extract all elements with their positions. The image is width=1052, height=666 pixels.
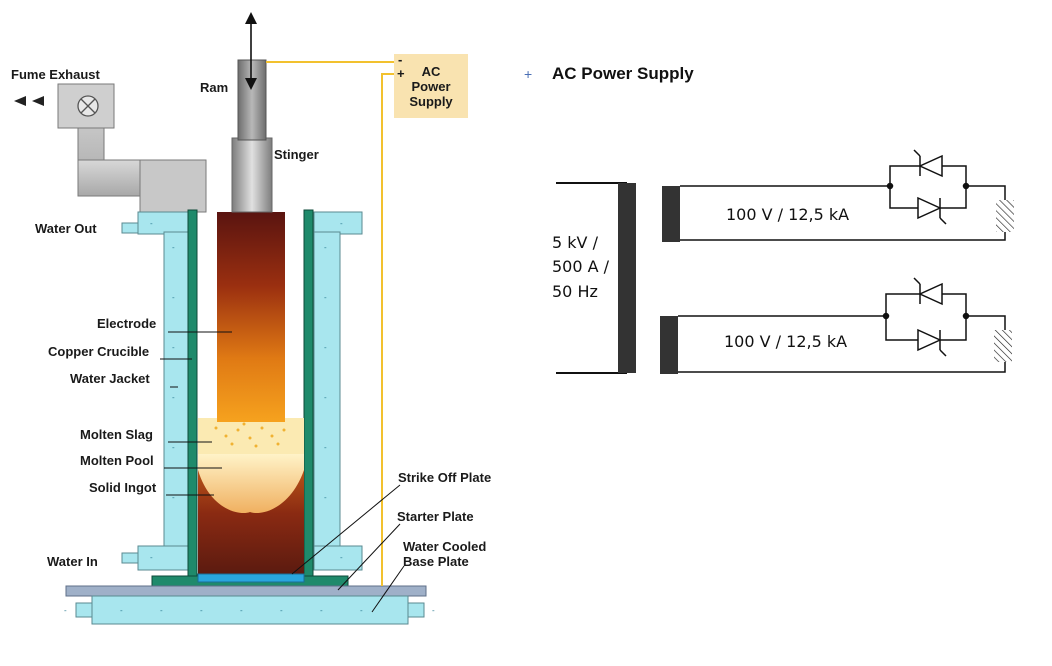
thyristor-icon [913, 149, 943, 178]
label-solid-ingot: Solid Ingot [89, 480, 157, 495]
svg-text:-: - [172, 243, 175, 252]
svg-text:-: - [150, 553, 153, 562]
secondary-bottom-rating: 100 V / 12,5 kA [724, 332, 847, 351]
power-wires [266, 61, 396, 586]
label-strike-off-plate: Strike Off Plate [398, 470, 491, 485]
svg-text:-: - [172, 343, 175, 352]
svg-text:-: - [172, 293, 175, 302]
transformer-secondary-top: 100 V / 12,5 kA [662, 185, 1006, 242]
label-molten-slag: Molten Slag [80, 427, 153, 442]
label-starter-plate: Starter Plate [397, 509, 474, 524]
svg-text:-: - [340, 553, 343, 562]
svg-text:-: - [324, 343, 327, 352]
electrode-load-top [996, 200, 1014, 232]
psu-label-line2: Power [411, 79, 450, 94]
heading-text: AC Power Supply [552, 64, 694, 83]
fume-exhaust-duct [14, 83, 207, 213]
svg-text:-: - [360, 606, 363, 615]
primary-rating-line3: 50 Hz [552, 282, 598, 301]
label-stinger: Stinger [274, 147, 319, 162]
svg-text:-: - [320, 606, 323, 615]
svg-text:-: - [172, 443, 175, 452]
label-water-cooled-1: Water Cooled [403, 539, 486, 554]
label-fume-exhaust: Fume Exhaust [11, 67, 101, 82]
transformer-primary: 5 kV / 500 A / 50 Hz [552, 182, 636, 374]
ram-motion-arrow-icon [245, 12, 257, 90]
secondary-top-rating: 100 V / 12,5 kA [726, 205, 849, 224]
leader-lines [160, 331, 405, 613]
primary-rating-line1: 5 kV / [552, 233, 599, 252]
transformer-secondary-bottom: 100 V / 12,5 kA [660, 315, 1006, 374]
ac-power-supply-heading: + AC Power Supply [524, 64, 694, 83]
label-water-in: Water In [47, 554, 98, 569]
svg-text:-: - [120, 606, 123, 615]
label-molten-pool: Molten Pool [80, 453, 154, 468]
svg-text:-: - [240, 606, 243, 615]
psu-plus-sign: + [397, 66, 405, 81]
ram [237, 59, 267, 141]
svg-text:-: - [324, 393, 327, 402]
svg-text:-: - [324, 293, 327, 302]
thyristor-pair-bottom [882, 277, 1006, 357]
water-cooled-base-plate: --- --- --- [64, 595, 435, 625]
psu-label-line1: AC [422, 64, 441, 79]
label-water-out: Water Out [35, 221, 97, 236]
primary-rating-line2: 500 A / [552, 257, 610, 276]
thyristor-icon [913, 277, 943, 306]
svg-text:-: - [280, 606, 283, 615]
svg-text:-: - [432, 606, 435, 615]
starter-plate [65, 585, 427, 597]
psu-minus-sign: - [398, 52, 402, 67]
svg-text:-: - [64, 606, 67, 615]
svg-text:-: - [150, 219, 153, 228]
thyristor-icon [917, 196, 947, 225]
strike-off-plate [197, 573, 305, 583]
diagram-labels: Fume Exhaust Ram Stinger Water Out Elect… [11, 67, 491, 569]
electrode-load-bottom [994, 330, 1012, 362]
psu-label-line3: Supply [409, 94, 453, 109]
thyristor-icon [917, 328, 947, 357]
label-water-jacket: Water Jacket [70, 371, 150, 386]
svg-text:-: - [324, 243, 327, 252]
label-copper-crucible: Copper Crucible [48, 344, 149, 359]
stinger [231, 137, 273, 213]
label-water-cooled-2: Base Plate [403, 554, 469, 569]
svg-text:-: - [200, 606, 203, 615]
thyristor-pair-top [886, 149, 1006, 225]
svg-text:-: - [340, 219, 343, 228]
ac-power-supply-box: - + AC Power Supply [394, 52, 468, 118]
svg-text:-: - [160, 606, 163, 615]
svg-text:-: - [324, 443, 327, 452]
svg-text:-: - [172, 393, 175, 402]
electrode [217, 212, 285, 422]
water-jacket: - - - - - - - - - - - - - - - - [121, 211, 363, 571]
exhaust-arrows-icon [14, 96, 44, 106]
molten-pool [198, 454, 304, 514]
label-ram: Ram [200, 80, 228, 95]
molten-slag [198, 418, 304, 454]
svg-text:-: - [172, 493, 175, 502]
svg-text:-: - [324, 493, 327, 502]
label-electrode: Electrode [97, 316, 156, 331]
fan-icon [77, 95, 99, 117]
bullet-icon: + [524, 66, 532, 82]
